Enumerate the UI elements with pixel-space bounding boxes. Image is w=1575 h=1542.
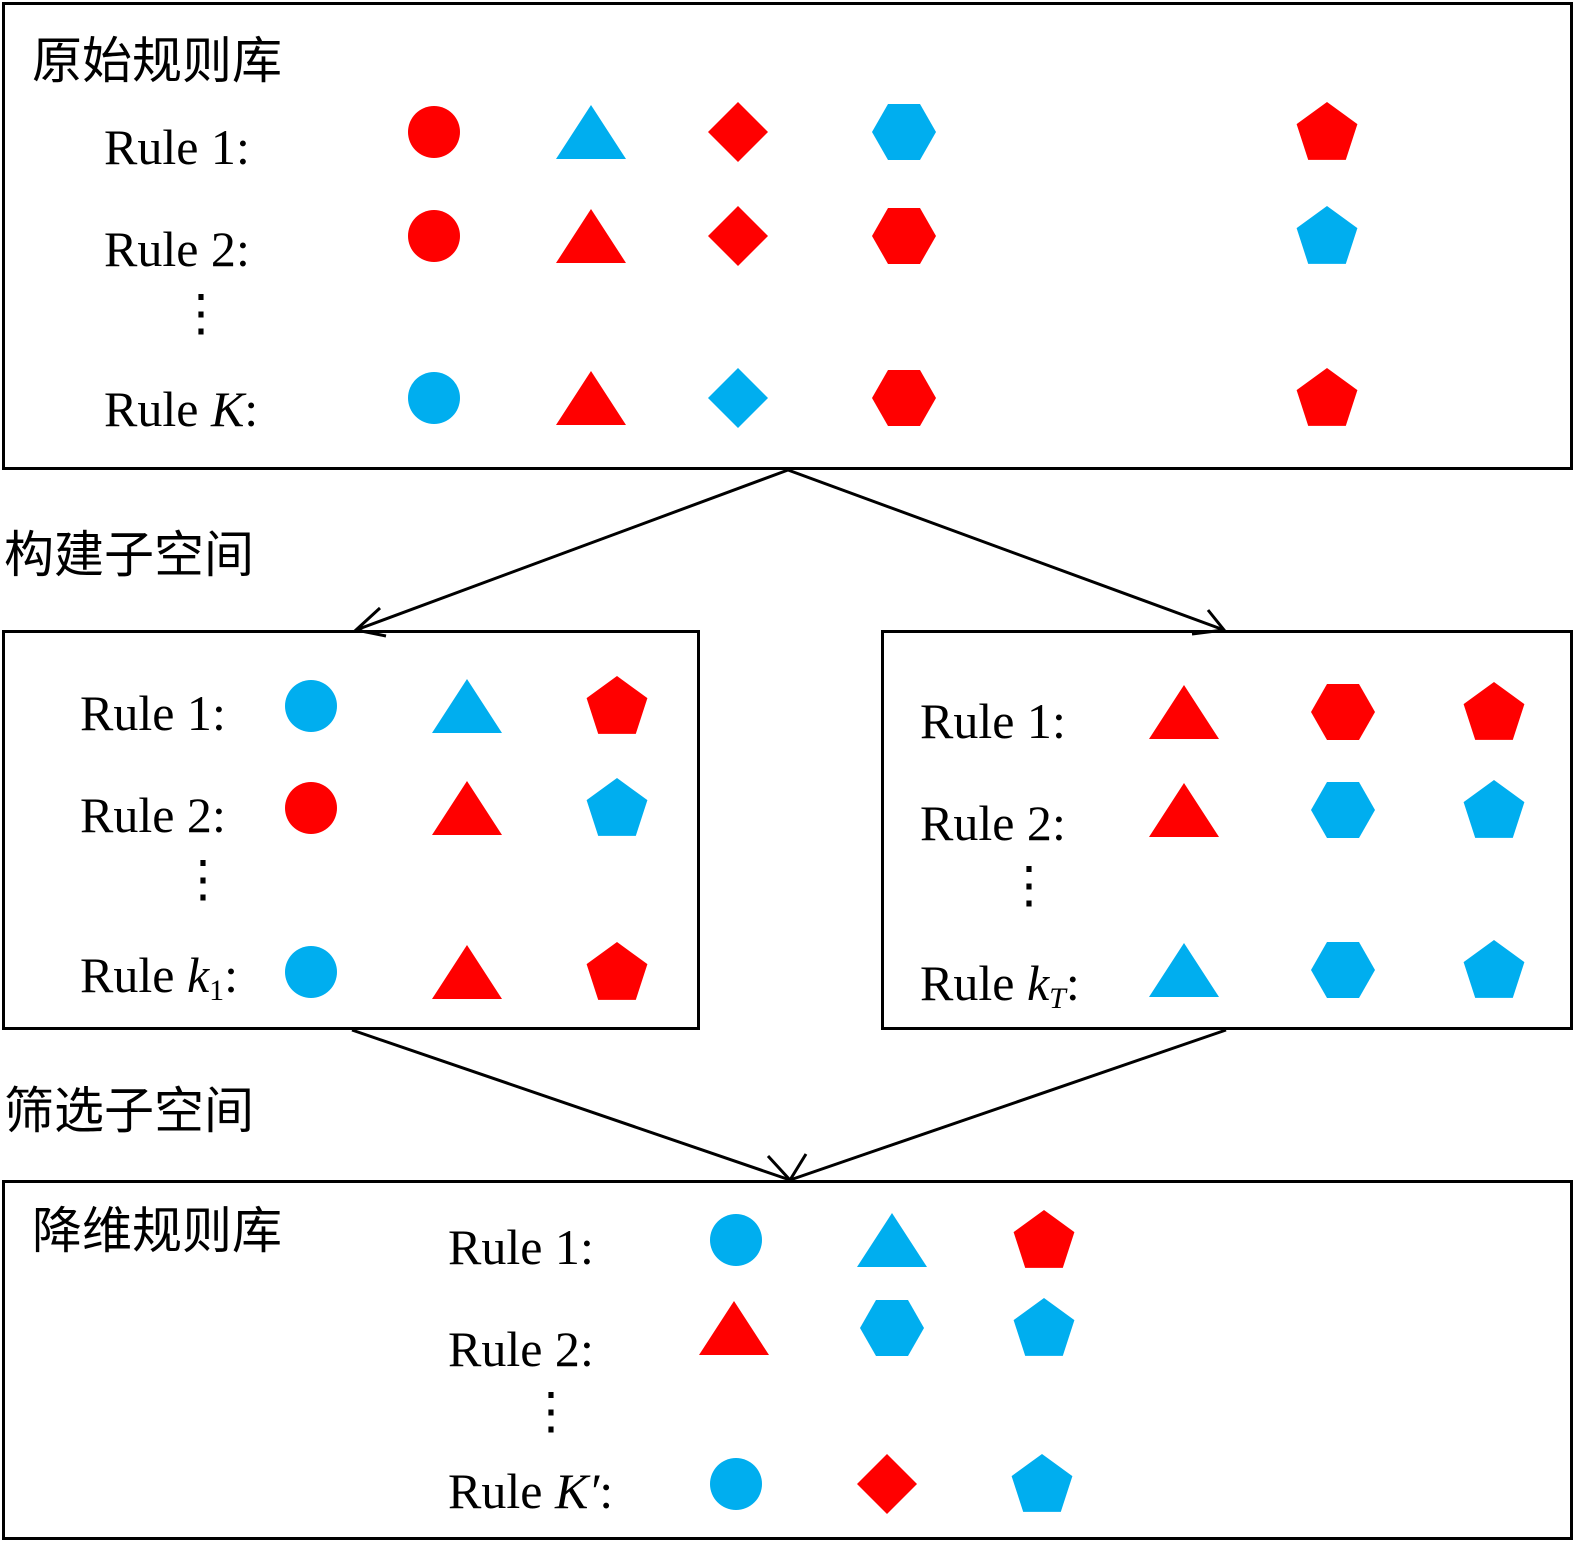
- right-rule-3-blue-pentagon-icon: [1458, 934, 1530, 1010]
- bottom-rule-3-blue-pentagon-icon: [1006, 1448, 1078, 1524]
- left-rule-1-blue-circle-icon: [275, 670, 347, 746]
- arrowhead-right-subspace: [1191, 609, 1227, 636]
- step-filter-subspace: 筛选子空间: [4, 1082, 254, 1140]
- left-rule-1-label: Rule 1:: [80, 685, 226, 741]
- right-vertical-ellipsis: ⋮: [1004, 856, 1054, 914]
- top-rule-2-label: Rule 2:: [104, 221, 250, 277]
- arrow-from-right-subspace: [789, 1028, 1227, 1182]
- step-build-subspace: 构建子空间: [4, 526, 254, 584]
- right-rule-1-red-triangle-icon: [1148, 676, 1220, 752]
- bottom-rule-1-red-pentagon-icon: [1008, 1204, 1080, 1280]
- right-rule-2-blue-pentagon-icon: [1458, 774, 1530, 850]
- left-rule-1-blue-triangle-icon: [431, 670, 503, 746]
- top-rule-1-red-diamond-icon: [702, 96, 774, 172]
- top-rule-3-red-triangle-icon: [555, 362, 627, 438]
- bottom-rule-1-label: Rule 1:: [448, 1219, 594, 1275]
- top-rule-1-red-circle-icon: [398, 96, 470, 172]
- right-rule-2-label: Rule 2:: [920, 795, 1066, 851]
- right-rule-3-blue-hexagon-icon: [1307, 934, 1379, 1010]
- arrowhead-reduced-base: [766, 1153, 808, 1183]
- left-rule-2-red-triangle-icon: [431, 772, 503, 848]
- top-rule-2-red-circle-icon: [398, 200, 470, 276]
- bottom-rule-2-blue-pentagon-icon: [1008, 1292, 1080, 1368]
- right-rule-1-label: Rule 1:: [920, 693, 1066, 749]
- left-rule-1-red-pentagon-icon: [581, 670, 653, 746]
- top-rule-2-red-diamond-icon: [702, 200, 774, 276]
- left-rule-3-blue-circle-icon: [275, 936, 347, 1012]
- top-rule-3-blue-circle-icon: [398, 362, 470, 438]
- right-rule-2-red-triangle-icon: [1148, 774, 1220, 850]
- left-rule-k1-label: Rule k1:: [80, 947, 239, 1007]
- original-rule-base-box: [2, 2, 1573, 470]
- bottom-rule-1-blue-circle-icon: [700, 1204, 772, 1280]
- left-rule-2-blue-pentagon-icon: [581, 772, 653, 848]
- bottom-rule-2-label: Rule 2:: [448, 1321, 594, 1377]
- arrow-from-left-subspace: [351, 1028, 791, 1182]
- right-rule-1-red-pentagon-icon: [1458, 676, 1530, 752]
- left-rule-2-label: Rule 2:: [80, 787, 226, 843]
- left-rule-3-red-triangle-icon: [431, 936, 503, 1012]
- top-vertical-ellipsis: ⋮: [176, 284, 226, 342]
- reduced-rule-base-title: 降维规则库: [32, 1202, 282, 1260]
- bottom-rule-1-blue-triangle-icon: [856, 1204, 928, 1280]
- top-rule-k-label: Rule K:: [104, 381, 259, 437]
- arrow-to-right-subspace: [787, 468, 1225, 632]
- reduced-rule-base-box: [2, 1180, 1573, 1540]
- top-rule-2-red-hexagon-icon: [868, 200, 940, 276]
- top-rule-2-red-triangle-icon: [555, 200, 627, 276]
- bottom-rule-2-red-triangle-icon: [698, 1292, 770, 1368]
- top-rule-3-red-pentagon-icon: [1291, 362, 1363, 438]
- right-rule-2-blue-hexagon-icon: [1307, 774, 1379, 850]
- arrowhead-left-subspace: [352, 606, 387, 638]
- top-rule-3-red-hexagon-icon: [868, 362, 940, 438]
- top-rule-1-label: Rule 1:: [104, 119, 250, 175]
- subspace-left-box: [2, 630, 700, 1030]
- bottom-rule-3-blue-circle-icon: [700, 1448, 772, 1524]
- top-rule-1-blue-triangle-icon: [555, 96, 627, 172]
- bottom-rule-kprime-label: Rule K′:: [448, 1463, 614, 1519]
- bottom-vertical-ellipsis: ⋮: [526, 1382, 576, 1440]
- subspace-right-box: [881, 630, 1573, 1030]
- right-rule-1-red-hexagon-icon: [1307, 676, 1379, 752]
- left-rule-3-red-pentagon-icon: [581, 936, 653, 1012]
- top-rule-1-blue-hexagon-icon: [868, 96, 940, 172]
- left-rule-2-red-circle-icon: [275, 772, 347, 848]
- right-rule-3-blue-triangle-icon: [1148, 934, 1220, 1010]
- top-rule-3-blue-diamond-icon: [702, 362, 774, 438]
- right-rule-kT-label: Rule kT:: [920, 955, 1080, 1015]
- arrow-to-left-subspace: [355, 468, 789, 632]
- original-rule-base-title: 原始规则库: [32, 32, 282, 90]
- bottom-rule-2-blue-hexagon-icon: [856, 1292, 928, 1368]
- top-rule-2-blue-pentagon-icon: [1291, 200, 1363, 276]
- bottom-rule-3-red-diamond-icon: [851, 1448, 923, 1524]
- top-rule-1-red-pentagon-icon: [1291, 96, 1363, 172]
- left-vertical-ellipsis: ⋮: [178, 850, 228, 908]
